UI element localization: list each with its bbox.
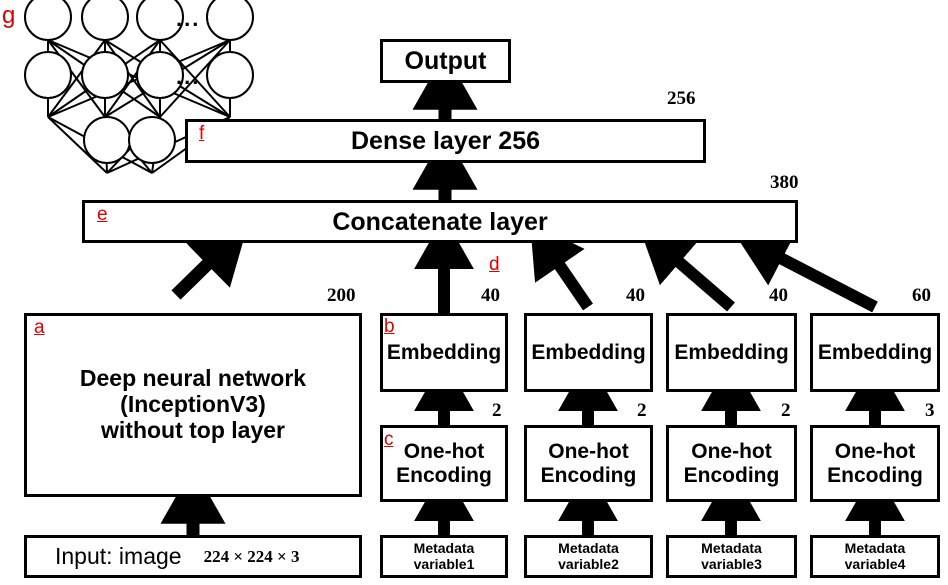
metadata-input-1-line2: variable1 <box>413 555 475 572</box>
metadata-input-2-line1: Metadata <box>558 539 619 556</box>
onehot-box-3[interactable]: One-hot Encoding <box>666 425 797 502</box>
metadata-input-2-line2: variable2 <box>558 555 619 572</box>
nn-ellipsis-top-row: ... <box>176 6 201 31</box>
cnn-box[interactable]: Deep neural network (InceptionV3) withou… <box>24 313 362 497</box>
annotation-tag-e: e <box>97 204 108 225</box>
output-label: Output <box>404 47 487 75</box>
concatenate-layer-box[interactable]: Concatenate layer <box>82 200 798 243</box>
dense-dim-label: 256 <box>667 88 696 109</box>
image-input-box[interactable]: Input: image 224 × 224 × 3 <box>24 535 362 578</box>
cnn-dim-label: 200 <box>327 285 356 306</box>
onehot-label-4-line2: Encoding <box>827 463 923 487</box>
embedding-dim-4: 60 <box>912 285 931 306</box>
onehot-label-4-line1: One-hot <box>834 439 916 463</box>
image-input-label: Input: image <box>55 542 182 569</box>
metadata-input-3-line1: Metadata <box>701 539 762 556</box>
metadata-input-box-2[interactable]: Metadata variable2 <box>524 535 653 578</box>
cnn-label-line3: without top layer <box>101 416 285 443</box>
onehot-label-3-line1: One-hot <box>691 439 772 463</box>
embedding-dim-1: 40 <box>481 285 500 306</box>
onehot-label-2-line2: Encoding <box>540 463 637 487</box>
onehot-dim-3: 2 <box>781 400 791 421</box>
metadata-input-box-1[interactable]: Metadata variable1 <box>380 535 508 578</box>
annotation-tag-b: b <box>384 316 395 337</box>
cnn-label-line1: Deep neural network <box>79 365 307 392</box>
dense-layer-label: Dense layer 256 <box>350 127 541 155</box>
metadata-input-1-line1: Metadata <box>413 539 475 556</box>
concat-dim-label: 380 <box>770 172 799 193</box>
metadata-input-3-line2: variable3 <box>701 555 762 572</box>
embedding-label-3: Embedding <box>674 340 789 364</box>
onehot-label-1-line2: Encoding <box>396 463 492 487</box>
embedding-label-2: Embedding <box>531 340 646 364</box>
onehot-label-3-line2: Encoding <box>683 463 780 487</box>
onehot-dim-4: 3 <box>925 400 935 421</box>
annotation-tag-g: g <box>2 2 16 29</box>
embedding-box-4[interactable]: Embedding <box>810 313 940 392</box>
embedding-dim-2: 40 <box>626 285 645 306</box>
onehot-box-1[interactable]: One-hot Encoding <box>380 425 508 502</box>
annotation-tag-c: c <box>384 429 394 450</box>
metadata-input-4-line1: Metadata <box>844 539 906 556</box>
embedding-dim-3: 40 <box>769 285 788 306</box>
cnn-label-line2: (InceptionV3) <box>120 391 266 418</box>
onehot-box-2[interactable]: One-hot Encoding <box>524 425 653 502</box>
embedding-label-4: Embedding <box>817 340 933 364</box>
onehot-label-2-line1: One-hot <box>548 439 629 463</box>
onehot-label-1-line1: One-hot <box>403 439 485 463</box>
output-box[interactable]: Output <box>380 39 511 83</box>
metadata-input-box-3[interactable]: Metadata variable3 <box>666 535 797 578</box>
image-input-dims: 224 × 224 × 3 <box>203 546 300 566</box>
onehot-dim-1: 2 <box>492 400 502 421</box>
onehot-dim-2: 2 <box>637 400 647 421</box>
concatenate-layer-label: Concatenate layer <box>332 207 548 236</box>
dense-layer-box[interactable]: Dense layer 256 <box>185 119 706 163</box>
nn-ellipsis-second-row: ... <box>176 64 201 89</box>
annotation-tag-f: f <box>199 123 205 144</box>
embedding-label-1: Embedding <box>386 340 502 364</box>
onehot-box-4[interactable]: One-hot Encoding <box>810 425 940 502</box>
annotation-tag-d: d <box>489 254 500 275</box>
embedding-box-1[interactable]: Embedding <box>380 313 508 392</box>
metadata-input-box-4[interactable]: Metadata variable4 <box>810 535 940 578</box>
metadata-input-4-line2: variable4 <box>844 555 906 572</box>
embedding-box-3[interactable]: Embedding <box>666 313 797 392</box>
embedding-box-2[interactable]: Embedding <box>524 313 653 392</box>
annotation-tag-a: a <box>34 317 45 338</box>
